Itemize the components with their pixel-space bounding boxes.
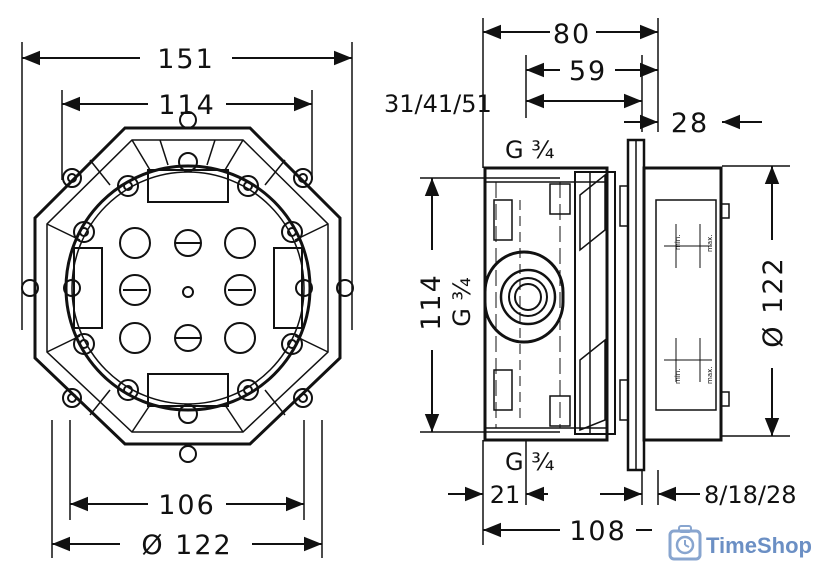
scale-max-upper: max. — [706, 235, 714, 252]
front-dimensions — [22, 50, 352, 552]
dim-body-depth: 59 — [569, 56, 607, 87]
dim-height: 114 — [416, 273, 447, 331]
dim-plaster: 8/18/28 — [704, 481, 797, 509]
dim-cover-depth: 28 — [671, 108, 709, 139]
dim-variants: 31/41/51 — [384, 90, 492, 118]
scale-min-lower: min. — [674, 369, 682, 384]
thread-top: G ¾ — [505, 136, 555, 164]
dim-outer-width: 151 — [157, 44, 215, 75]
dim-total-depth: 80 — [553, 19, 591, 50]
dim-front-diameter: Ø 122 — [141, 530, 232, 561]
dim-overall: 108 — [569, 516, 627, 547]
side-dimensions — [424, 24, 780, 538]
dim-side-diameter: Ø 122 — [758, 256, 789, 347]
front-view — [21, 42, 354, 558]
watermark-brand: TimeShop — [706, 533, 812, 558]
dim-bottom-width: 106 — [158, 490, 216, 521]
scale-min-upper: min. — [674, 235, 682, 250]
dim-offset: 21 — [490, 481, 521, 509]
watermark: TimeShop — [668, 525, 812, 561]
timeshop-logo-icon — [668, 525, 702, 561]
thread-bottom: G ¾ — [505, 448, 555, 476]
thread-side: G ¾ — [448, 277, 476, 327]
dim-inner-width: 114 — [158, 90, 216, 121]
scale-max-lower: max. — [706, 367, 714, 384]
side-view — [420, 18, 790, 545]
